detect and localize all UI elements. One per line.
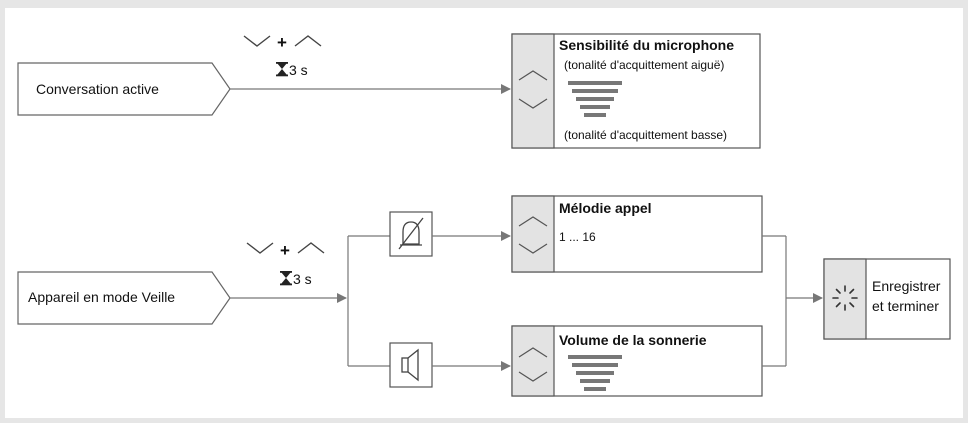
chevron-down-icon	[518, 371, 548, 382]
chevron-down-icon	[246, 242, 274, 254]
mic-sensitivity-title: Sensibilité du microphone	[559, 37, 734, 53]
target-call-melody: Mélodie appel 1 ... 16	[511, 195, 763, 273]
plus-sign: +	[277, 33, 287, 52]
source-label: Appareil en mode Veille	[28, 289, 175, 305]
source-label: Conversation active	[36, 81, 159, 97]
speaker-icon	[401, 348, 419, 382]
chevron-down-icon	[518, 243, 548, 254]
chevron-up-icon	[297, 242, 325, 254]
finish-label-line1: Enregistrer	[872, 278, 941, 294]
hold-label: 3 s	[289, 62, 308, 78]
chevron-down-icon	[243, 35, 271, 47]
hold-duration-bottom: 3 s	[280, 271, 312, 287]
hourglass-icon	[280, 271, 292, 286]
bell-off-icon	[398, 217, 424, 250]
target-mic-sensitivity: Sensibilité du microphone (tonalité d'ac…	[511, 33, 761, 149]
side-panel	[823, 258, 867, 340]
side-panel	[511, 195, 555, 273]
finish-save-box: Enregistrer et terminer	[823, 258, 951, 340]
loading-icon	[832, 285, 858, 311]
source-conversation-active: Conversation active	[17, 62, 231, 116]
key-combo-bottom: +	[246, 241, 325, 260]
chevron-up-icon	[518, 347, 548, 358]
low-tone-label: (tonalité d'acquittement basse)	[564, 128, 727, 142]
chevron-up-icon	[294, 35, 322, 47]
call-melody-title: Mélodie appel	[559, 200, 652, 216]
hourglass-icon	[276, 62, 288, 77]
level-bars-icon	[568, 355, 622, 391]
speaker-button	[389, 342, 433, 388]
ringer-volume-title: Volume de la sonnerie	[559, 332, 707, 348]
hold-label: 3 s	[293, 271, 312, 287]
hold-duration-top: 3 s	[276, 62, 308, 78]
melody-range: 1 ... 16	[559, 230, 596, 244]
target-ringer-volume: Volume de la sonnerie	[511, 325, 763, 397]
bell-off-button	[389, 211, 433, 257]
side-panel	[511, 33, 555, 149]
level-bars-icon	[568, 81, 622, 117]
high-tone-label: (tonalité d'acquittement aiguë)	[564, 58, 724, 72]
finish-label-line2: et terminer	[872, 298, 939, 314]
chevron-up-icon	[518, 216, 548, 227]
source-standby-mode: Appareil en mode Veille	[17, 271, 231, 325]
chevron-down-icon	[518, 98, 548, 109]
chevron-up-icon	[518, 70, 548, 81]
key-combo-top: +	[243, 33, 322, 52]
plus-sign: +	[280, 241, 290, 260]
side-panel	[511, 325, 555, 397]
